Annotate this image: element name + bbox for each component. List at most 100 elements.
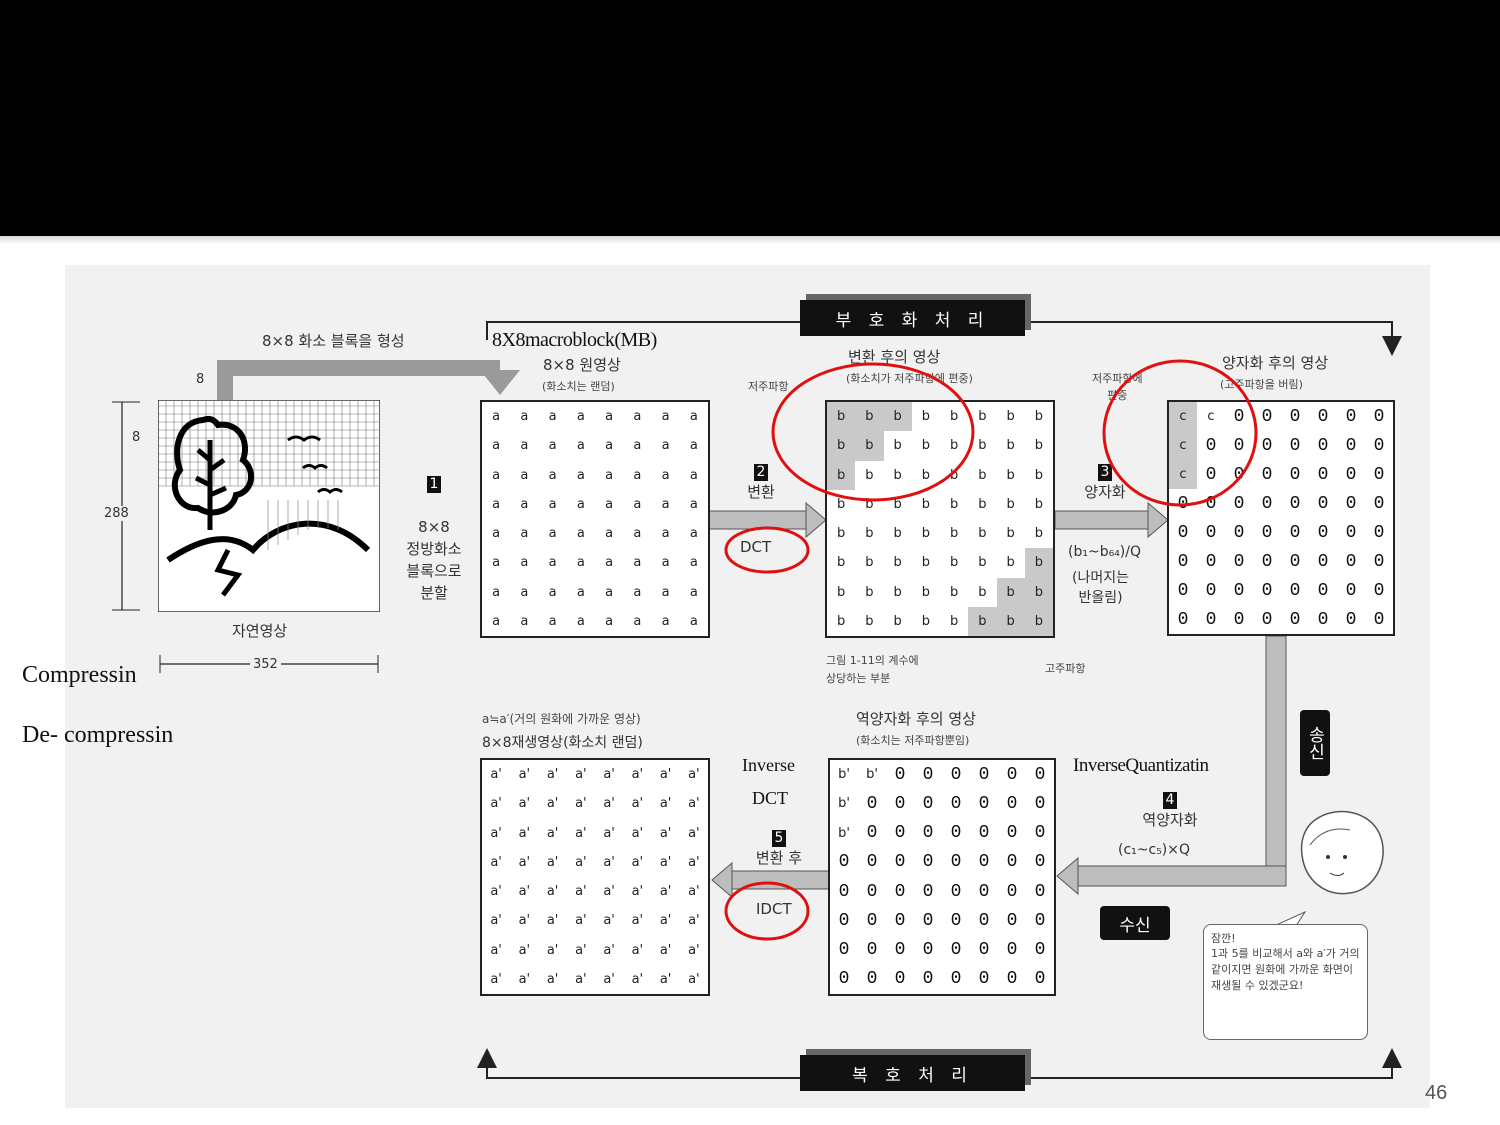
matrix-cell: 0 xyxy=(1177,609,1189,630)
matrix-cell: a xyxy=(492,584,501,600)
matrix-cell: b xyxy=(827,431,856,461)
step1-text: 8×8 정방화소 블록으로 분할 xyxy=(406,518,462,602)
matrix-cell: b xyxy=(893,555,902,571)
matrix-cell: b xyxy=(836,496,846,512)
matrix-cell: a' xyxy=(518,971,531,987)
matrix-cell: a' xyxy=(490,825,502,841)
dequant-formula: (c₁~c₅)×Q xyxy=(1118,842,1191,858)
matrix-cell: a xyxy=(633,584,642,600)
matrix-cell: b xyxy=(996,606,1025,636)
matrix-cell: a xyxy=(520,438,529,454)
matrix-cell: 0 xyxy=(894,852,906,873)
matrix-cell: 0 xyxy=(1289,580,1301,601)
matrix-cell: b xyxy=(921,409,930,425)
block-form-label: 8×8 화소 블록을 형성 xyxy=(262,332,405,350)
matrix-cell: 0 xyxy=(838,852,850,873)
matrix-cell: a' xyxy=(603,825,615,841)
matrix-cell: 0 xyxy=(1261,522,1273,543)
matrix-cell: 0 xyxy=(1373,493,1385,514)
matrix-cell: a' xyxy=(631,796,644,812)
matrix-cell: a' xyxy=(518,854,531,870)
matrix-cell: 0 xyxy=(1261,406,1273,427)
matrix-cell: a' xyxy=(490,796,502,812)
matrix-cell: a' xyxy=(688,913,700,929)
matrix-cell: a' xyxy=(688,825,700,841)
matrix-cell: 0 xyxy=(1233,522,1245,543)
quant-note: (나머지는 반올림) xyxy=(1072,570,1129,606)
matrix-cell: 0 xyxy=(1345,522,1357,543)
matrix-cell: 0 xyxy=(838,881,850,902)
matrix-cell: 0 xyxy=(922,852,934,873)
matrix-cell: a xyxy=(661,467,670,483)
matrix-cell: a' xyxy=(603,884,615,900)
step4-block: 4 역양자화 xyxy=(1128,790,1212,830)
matrix-cell: 0 xyxy=(1233,464,1245,485)
matrix-cell: a' xyxy=(575,796,587,812)
reconstructed-title-2: 8×8재생영상(화소치 랜덤) xyxy=(482,735,643,751)
matrix-cell: a' xyxy=(546,796,559,812)
matrix-cell: a xyxy=(548,409,557,425)
character-face-icon xyxy=(1300,810,1384,895)
high-freq-label: 고주파항 xyxy=(1045,662,1086,675)
matrix-cell: b xyxy=(921,555,930,571)
matrix-cell: 0 xyxy=(894,881,906,902)
matrix-cell: 0 xyxy=(1034,823,1046,844)
matrix-cell: 0 xyxy=(950,852,962,873)
matrix-cell: b xyxy=(978,526,987,542)
matrix-cell: 0 xyxy=(1261,435,1273,456)
matrix-cell: 0 xyxy=(1317,580,1329,601)
matrix-cell: b xyxy=(865,526,874,542)
matrix-cell: 0 xyxy=(1233,406,1245,427)
step2-block: 2 변환 xyxy=(740,462,782,502)
inverse-quant-annotation: InverseQuantizatin xyxy=(1073,755,1209,777)
matrix-cell: 0 xyxy=(1373,580,1385,601)
matrix-cell: 0 xyxy=(922,764,934,785)
macroblock-annotation: 8X8macroblock(MB) xyxy=(492,329,657,352)
matrix-cell: a' xyxy=(546,913,559,929)
step3-text: 양자화 xyxy=(1084,483,1126,501)
matrix-cell: 0 xyxy=(1261,580,1273,601)
matrix-cell: 0 xyxy=(950,910,962,931)
highlight-idct xyxy=(724,881,810,941)
highlight-dct xyxy=(724,526,810,574)
matrix-cell: 0 xyxy=(1205,435,1217,456)
matrix-cell: 0 xyxy=(922,969,934,990)
matrix-cell: a xyxy=(492,526,501,542)
matrix-cell: c xyxy=(1169,402,1197,431)
matrix-cell: b xyxy=(865,555,874,571)
matrix-cell: 0 xyxy=(922,881,934,902)
matrix-cell: 0 xyxy=(1317,609,1329,630)
matrix-cell: a xyxy=(492,467,501,483)
matrix-cell: a' xyxy=(575,884,587,900)
matrix-cell: a xyxy=(633,613,642,629)
matrix-cell: b xyxy=(1024,606,1053,636)
matrix-cell: b xyxy=(893,526,902,542)
matrix-cell: b xyxy=(949,526,959,542)
matrix-cell: b xyxy=(978,467,987,483)
matrix-cell: b xyxy=(855,402,884,432)
block-size-label: 8 xyxy=(196,372,205,387)
matrix-cell: b xyxy=(883,402,912,432)
matrix-cell: 0 xyxy=(1006,852,1018,873)
matrix-cell: a xyxy=(689,584,698,600)
matrix-cell: a' xyxy=(688,942,700,958)
tip-body: 1과 5를 비교해서 a와 a′가 거의 같이지면 원화에 가까운 화면이 재생… xyxy=(1211,947,1360,992)
matrix-cell: 0 xyxy=(922,910,934,931)
tip-head: 잠깐! xyxy=(1211,932,1236,945)
matrix-cell: a xyxy=(689,409,698,425)
matrix-cell: a xyxy=(492,438,501,454)
matrix-cell: 0 xyxy=(1317,493,1329,514)
matrix-cell: 0 xyxy=(894,823,906,844)
matrix-cell: a' xyxy=(518,884,531,900)
matrix-cell: a' xyxy=(603,971,615,987)
matrix-cell: 0 xyxy=(894,969,906,990)
matrix-cell: b xyxy=(1034,526,1043,542)
matrix-cell: 0 xyxy=(1345,609,1357,630)
matrix-cell: b xyxy=(836,526,846,542)
matrix-cell: a xyxy=(689,467,698,483)
matrix-cell: 0 xyxy=(1261,551,1273,572)
decode-banner: 복 호 처 리 xyxy=(800,1055,1025,1091)
matrix-cell: b xyxy=(978,438,987,454)
matrix-cell: 0 xyxy=(1317,522,1329,543)
